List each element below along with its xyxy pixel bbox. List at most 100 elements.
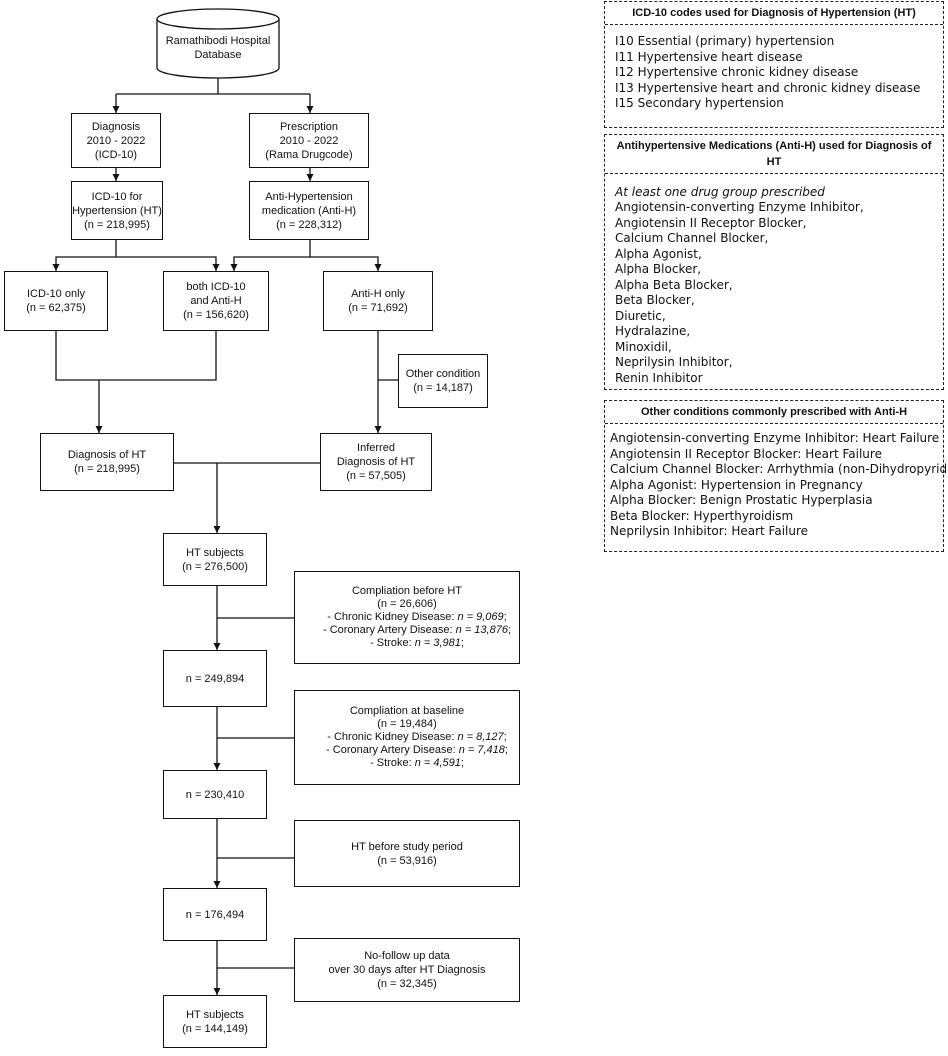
icd-code-item: I15 Secondary hypertension xyxy=(615,96,784,110)
n-249894-label: n = 249,894 xyxy=(185,672,245,685)
both-line-3: (n = 156,620) xyxy=(183,309,249,321)
icd-ht-line-2: Hypertension (HT) xyxy=(72,204,162,217)
icd-only-line-2: (n = 62,375) xyxy=(26,302,86,314)
medication-item: Angiotensin-converting Enzyme Inhibitor, xyxy=(615,200,864,214)
edge-icd-split xyxy=(52,240,117,271)
complication-baseline-title: Compliation at baseline xyxy=(349,705,465,717)
diagnosis-ht-box: Diagnosis of HT (n = 218,995) xyxy=(40,433,174,491)
icd-code-item: I10 Essential (primary) hypertension xyxy=(615,34,835,48)
icd-ht-line-1: ICD-10 for xyxy=(91,190,143,203)
complication-before-n: (n = 26,606) xyxy=(377,598,437,610)
anti-h-line-2: medication (Anti-H) xyxy=(261,204,357,217)
diagnosis-ht-line-2: (n = 218,995) xyxy=(74,463,140,475)
ht-subjects-line-1: HT subjects xyxy=(186,546,244,559)
both-line-2: and Anti-H xyxy=(190,295,242,307)
icd-codes-panel: ICD-10 codes used for Diagnosis of Hyper… xyxy=(604,1,944,128)
complication-baseline-n: (n = 19,484) xyxy=(377,718,437,730)
no-follow-line-3: (n = 32,345) xyxy=(377,978,437,990)
icd-codes-list: I10 Essential (primary) hypertension I11… xyxy=(605,25,943,112)
medication-item: Diuretic, xyxy=(615,308,666,323)
anti-h-line-3: (n = 228,312) xyxy=(276,218,342,231)
final-ht-subjects-line-1: HT subjects xyxy=(186,1008,244,1021)
n-230410-box: n = 230,410 xyxy=(163,770,267,819)
anti-h-only-line-1: Anti-H only xyxy=(351,288,405,300)
complication-baseline-ckd: - Chronic Kidney Disease: n = 8,127; xyxy=(327,731,507,743)
condition-item: Calcium Channel Blocker: Arrhythmia (non… xyxy=(610,462,948,476)
other-condition-line-1: Other condition xyxy=(405,368,481,380)
inferred-ht-line-2: Diagnosis of HT xyxy=(336,456,416,468)
diagnosis-line-3: (ICD-10) xyxy=(94,148,138,161)
other-condition-box: Other condition (n = 14,187) xyxy=(398,354,488,408)
no-follow-box: No-follow up data over 30 days after HT … xyxy=(294,938,520,1002)
condition-item: Angiotensin II Receptor Blocker: Heart F… xyxy=(610,446,882,461)
condition-item: Alpha Blocker: Benign Prostatic Hyperpla… xyxy=(610,493,873,507)
icd-code-item: I11 Hypertensive heart disease xyxy=(615,49,803,64)
medication-item: Renin Inhibitor xyxy=(615,370,703,385)
prescription-line-1: Prescription xyxy=(279,120,339,133)
medications-list: Angiotensin-converting Enzyme Inhibitor,… xyxy=(605,200,943,386)
medication-item: Alpha Beta Blocker, xyxy=(615,277,733,292)
condition-item: Angiotensin-converting Enzyme Inhibitor:… xyxy=(610,431,940,445)
icd-only-box: ICD-10 only (n = 62,375) xyxy=(4,271,108,331)
complication-baseline-cad: - Coronary Artery Disease: n = 7,418; xyxy=(326,744,508,756)
anti-h-only-line-2: (n = 71,692) xyxy=(348,302,408,314)
complication-before-cad: - Coronary Artery Disease: n = 13,876; xyxy=(322,624,512,636)
other-condition-line-2: (n = 14,187) xyxy=(413,382,473,394)
final-ht-subjects-line-2: (n = 144,149) xyxy=(182,1022,248,1035)
both-line-1: both ICD-10 xyxy=(186,281,246,293)
medication-item: Angiotensin II Receptor Blocker, xyxy=(615,215,807,230)
condition-item: Alpha Agonist: Hypertension in Pregnancy xyxy=(610,477,863,492)
complication-baseline-stroke: - Stroke: n = 4,591; xyxy=(370,757,464,769)
diagnosis-line-1: Diagnosis xyxy=(91,120,141,133)
medication-item: Minoxidil, xyxy=(615,339,672,354)
diagnosis-line-2: 2010 - 2022 xyxy=(86,134,146,147)
icd-ht-box: ICD-10 for Hypertension (HT) (n = 218,99… xyxy=(71,181,163,240)
complication-before-title: Compliation before HT xyxy=(351,585,463,597)
no-follow-line-1: No-follow up data xyxy=(364,950,450,962)
prescription-line-2: 2010 - 2022 xyxy=(279,134,339,147)
ht-subjects-box: HT subjects (n = 276,500) xyxy=(163,533,267,586)
anti-h-only-box: Anti-H only (n = 71,692) xyxy=(323,271,433,331)
conditions-panel: Other conditions commonly prescribed wit… xyxy=(604,400,948,552)
condition-item: Beta Blocker: Hyperthyroidism xyxy=(610,508,794,523)
icd-code-item: I12 Hypertensive chronic kidney disease xyxy=(615,65,859,79)
diagnosis-ht-line-1: Diagnosis of HT xyxy=(67,449,147,461)
n-249894-box: n = 249,894 xyxy=(163,650,267,707)
medication-item: Calcium Channel Blocker, xyxy=(615,231,769,245)
no-follow-line-2: over 30 days after HT Diagnosis xyxy=(328,964,486,976)
medications-panel: Antihypertensive Medications (Anti-H) us… xyxy=(604,134,944,390)
ht-before-line-1: HT before study period xyxy=(351,840,463,853)
complication-before-ckd: - Chronic Kidney Disease: n = 9,069; xyxy=(327,611,507,623)
medication-item: Alpha Blocker, xyxy=(615,262,702,276)
database-line-1: Ramathibodi Hospital xyxy=(165,35,271,47)
n-176494-label: n = 176,494 xyxy=(185,908,245,921)
database-line-2: Database xyxy=(194,49,242,61)
diagnosis-box: Diagnosis 2010 - 2022 (ICD-10) xyxy=(71,113,161,168)
complication-baseline-box: Compliation at baseline (n = 19,484) - C… xyxy=(294,690,520,785)
icd-code-item: I13 Hypertensive heart and chronic kidne… xyxy=(615,80,921,95)
inferred-ht-line-1: Inferred xyxy=(357,442,395,454)
medication-item: Hydralazine, xyxy=(615,324,691,338)
condition-item: Neprilysin Inhibitor: Heart Failure xyxy=(610,524,809,538)
medication-item: Beta Blocker, xyxy=(615,293,695,307)
conditions-list: Angiotensin-converting Enzyme Inhibitor:… xyxy=(605,424,948,540)
ht-subjects-line-2: (n = 276,500) xyxy=(182,560,248,573)
inferred-ht-line-3: (n = 57,505) xyxy=(346,470,406,482)
inferred-ht-box: Inferred Diagnosis of HT (n = 57,505) xyxy=(320,433,432,491)
n-230410-label: n = 230,410 xyxy=(185,788,245,801)
ht-before-line-2: (n = 53,916) xyxy=(377,854,437,867)
ht-before-box: HT before study period (n = 53,916) xyxy=(294,820,520,887)
medications-panel-title: Antihypertensive Medications (Anti-H) us… xyxy=(605,135,943,174)
database-node: Ramathibodi Hospital Database xyxy=(156,8,280,80)
medication-item: Alpha Agonist, xyxy=(615,246,702,261)
medications-subtitle: At least one drug group prescribed xyxy=(615,185,825,199)
prescription-line-3: (Rama Drugcode) xyxy=(265,148,353,161)
anti-h-box: Anti-Hypertension medication (Anti-H) (n… xyxy=(249,181,369,240)
edge-anti-split xyxy=(230,240,311,271)
final-ht-subjects-box: HT subjects (n = 144,149) xyxy=(163,995,267,1048)
medication-item: Neprilysin Inhibitor, xyxy=(615,355,733,369)
database-icon xyxy=(156,8,280,79)
complication-before-box: Compliation before HT (n = 26,606) - Chr… xyxy=(294,571,520,664)
